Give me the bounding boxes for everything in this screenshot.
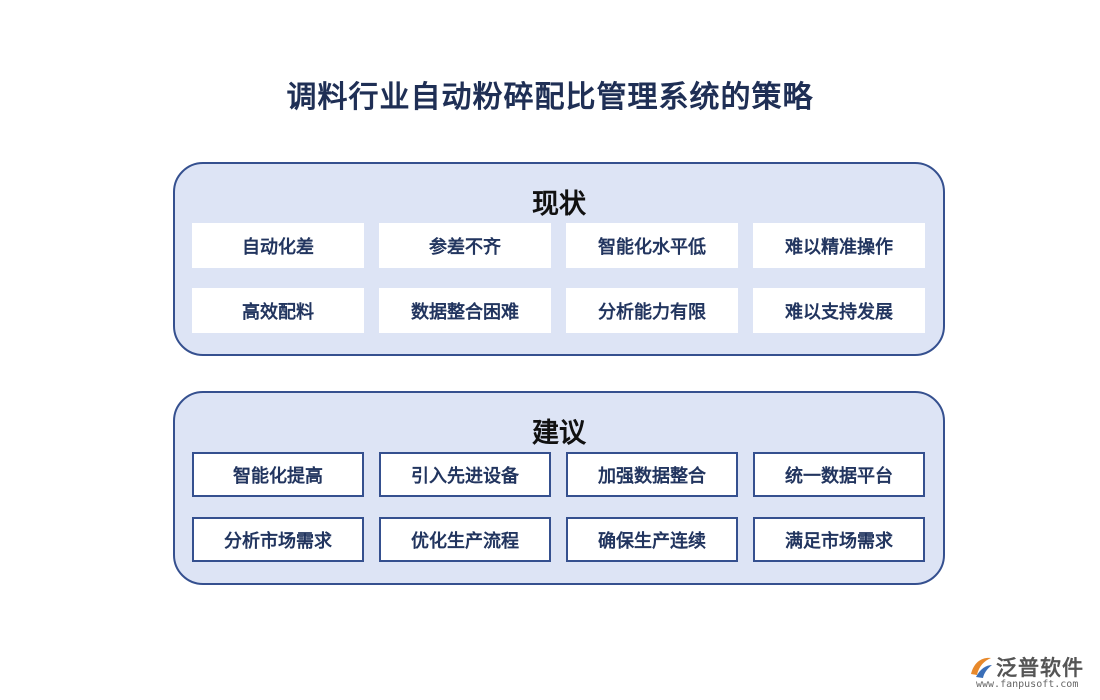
status-item: 难以精准操作 [753, 223, 925, 268]
page-title: 调料行业自动粉碎配比管理系统的策略 [286, 80, 814, 115]
status-item: 分析能力有限 [566, 288, 738, 333]
status-item: 数据整合困难 [379, 288, 551, 333]
suggestion-item: 统一数据平台 [753, 452, 925, 497]
suggestions-grid: 智能化提高 引入先进设备 加强数据整合 统一数据平台 分析市场需求 优化生产流程… [192, 452, 925, 562]
brand-logo: 泛普软件 www.fanpusoft.com [968, 652, 1093, 692]
suggestion-item: 分析市场需求 [192, 517, 364, 562]
current-status-grid: 自动化差 参差不齐 智能化水平低 难以精准操作 高效配料 数据整合困难 分析能力… [192, 223, 925, 333]
logo-name: 泛普软件 [996, 656, 1084, 680]
status-item: 智能化水平低 [566, 223, 738, 268]
suggestions-panel: 建议 智能化提高 引入先进设备 加强数据整合 统一数据平台 分析市场需求 优化生… [173, 391, 945, 585]
suggestion-item: 引入先进设备 [379, 452, 551, 497]
suggestion-item: 加强数据整合 [566, 452, 738, 497]
suggestion-item: 优化生产流程 [379, 517, 551, 562]
status-item: 自动化差 [192, 223, 364, 268]
status-item: 参差不齐 [379, 223, 551, 268]
current-status-heading: 现状 [532, 189, 586, 220]
status-item: 高效配料 [192, 288, 364, 333]
logo-url: www.fanpusoft.com [976, 679, 1079, 690]
suggestion-item: 智能化提高 [192, 452, 364, 497]
logo-mark-icon [971, 657, 992, 678]
status-item: 难以支持发展 [753, 288, 925, 333]
suggestion-item: 满足市场需求 [753, 517, 925, 562]
suggestions-heading: 建议 [532, 418, 586, 449]
suggestion-item: 确保生产连续 [566, 517, 738, 562]
current-status-panel: 现状 自动化差 参差不齐 智能化水平低 难以精准操作 高效配料 数据整合困难 分… [173, 162, 945, 356]
